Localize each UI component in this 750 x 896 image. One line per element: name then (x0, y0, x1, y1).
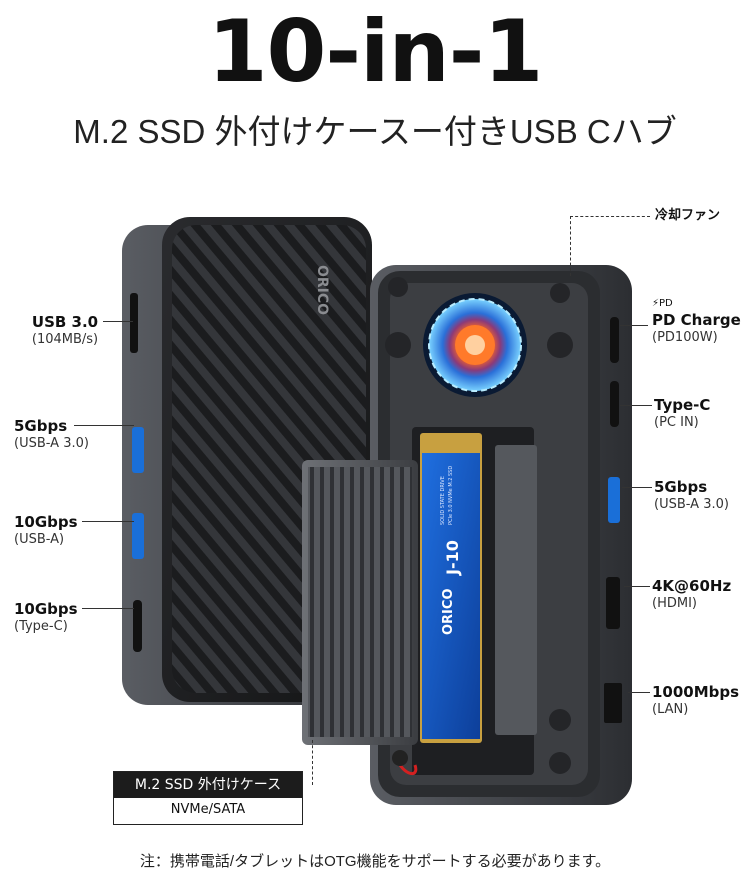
sd-slot (130, 293, 138, 353)
usb-a-port-1 (132, 427, 144, 473)
label-lan: 1000Mbps (LAN) (652, 683, 740, 717)
usb-c-port-left (133, 600, 142, 652)
ssd-line-1: SOLID STATE DRIVE (440, 476, 446, 525)
heatsink (302, 460, 418, 745)
usb-c-pd-port (610, 317, 619, 363)
usb-c-pc-port (610, 381, 619, 427)
page-title: 10-in-1 (207, 2, 544, 102)
usb-a-port-2 (132, 513, 144, 559)
leader-10gbps-typec (82, 608, 134, 609)
lan-port (604, 683, 622, 723)
label-fan: 冷却ファン (655, 208, 721, 223)
label-5gbps-right: 5Gbps (USB-A 3.0) (654, 478, 729, 512)
product-illustration: ORICO ORICO J-10 SOLID STATE (122, 217, 632, 805)
leader-fan-h (570, 216, 650, 217)
leader-lan (628, 692, 650, 693)
ssd-model: J-10 (443, 540, 462, 576)
ssd-case-title: M.2 SSD 外付けケース (114, 772, 302, 798)
usb-a-port-right (608, 477, 620, 523)
left-ports (130, 293, 144, 652)
leader-5gbps-right (622, 487, 652, 488)
leader-typec-pc (620, 405, 652, 406)
label-typec-pc: Type-C (PC IN) (654, 396, 711, 430)
label-10gbps-typec: 10Gbps (Type-C) (14, 600, 78, 634)
pd-bolt-icon: ⚡ (652, 298, 660, 309)
ssd-brand: ORICO (441, 589, 456, 636)
page-subtitle: M.2 SSD 外付けケースー付きUSB Cハブ (73, 113, 677, 150)
label-10gbps-usba: 10Gbps (USB-A) (14, 513, 78, 547)
label-usb3: USB 3.0 (104MB/s) (31, 313, 99, 347)
label-hdmi: 4K@60Hz (HDMI) (652, 577, 732, 611)
label-pd-charge: ⚡PD PD Charge (PD100W) (652, 298, 741, 345)
m2-ssd: ORICO J-10 SOLID STATE DRIVE PCIe 3.0 NV… (420, 433, 482, 743)
leader-hdmi (624, 586, 650, 587)
ssd-line-2: PCIe 3.0 NVMe M.2 SSD (448, 466, 454, 525)
hdmi-port (606, 577, 620, 629)
cooling-fan (423, 293, 527, 397)
leader-usb3 (103, 321, 133, 322)
leader-fan-v (570, 216, 571, 276)
footnote: 注：携帯電話/タブレットはOTG機能をサポートする必要があります。 (139, 853, 611, 870)
leader-10gbps-usba (82, 521, 134, 522)
label-5gbps-left: 5Gbps (USB-A 3.0) (14, 417, 89, 451)
ssd-case-box: M.2 SSD 外付けケース NVMe/SATA (113, 771, 303, 825)
right-ports (604, 317, 622, 723)
ssd-case-spec: NVMe/SATA (170, 802, 246, 817)
leader-pd (620, 325, 648, 326)
leader-ssd-case (312, 740, 313, 785)
leader-5gbps-left (74, 425, 134, 426)
hub-logo: ORICO (314, 265, 330, 315)
